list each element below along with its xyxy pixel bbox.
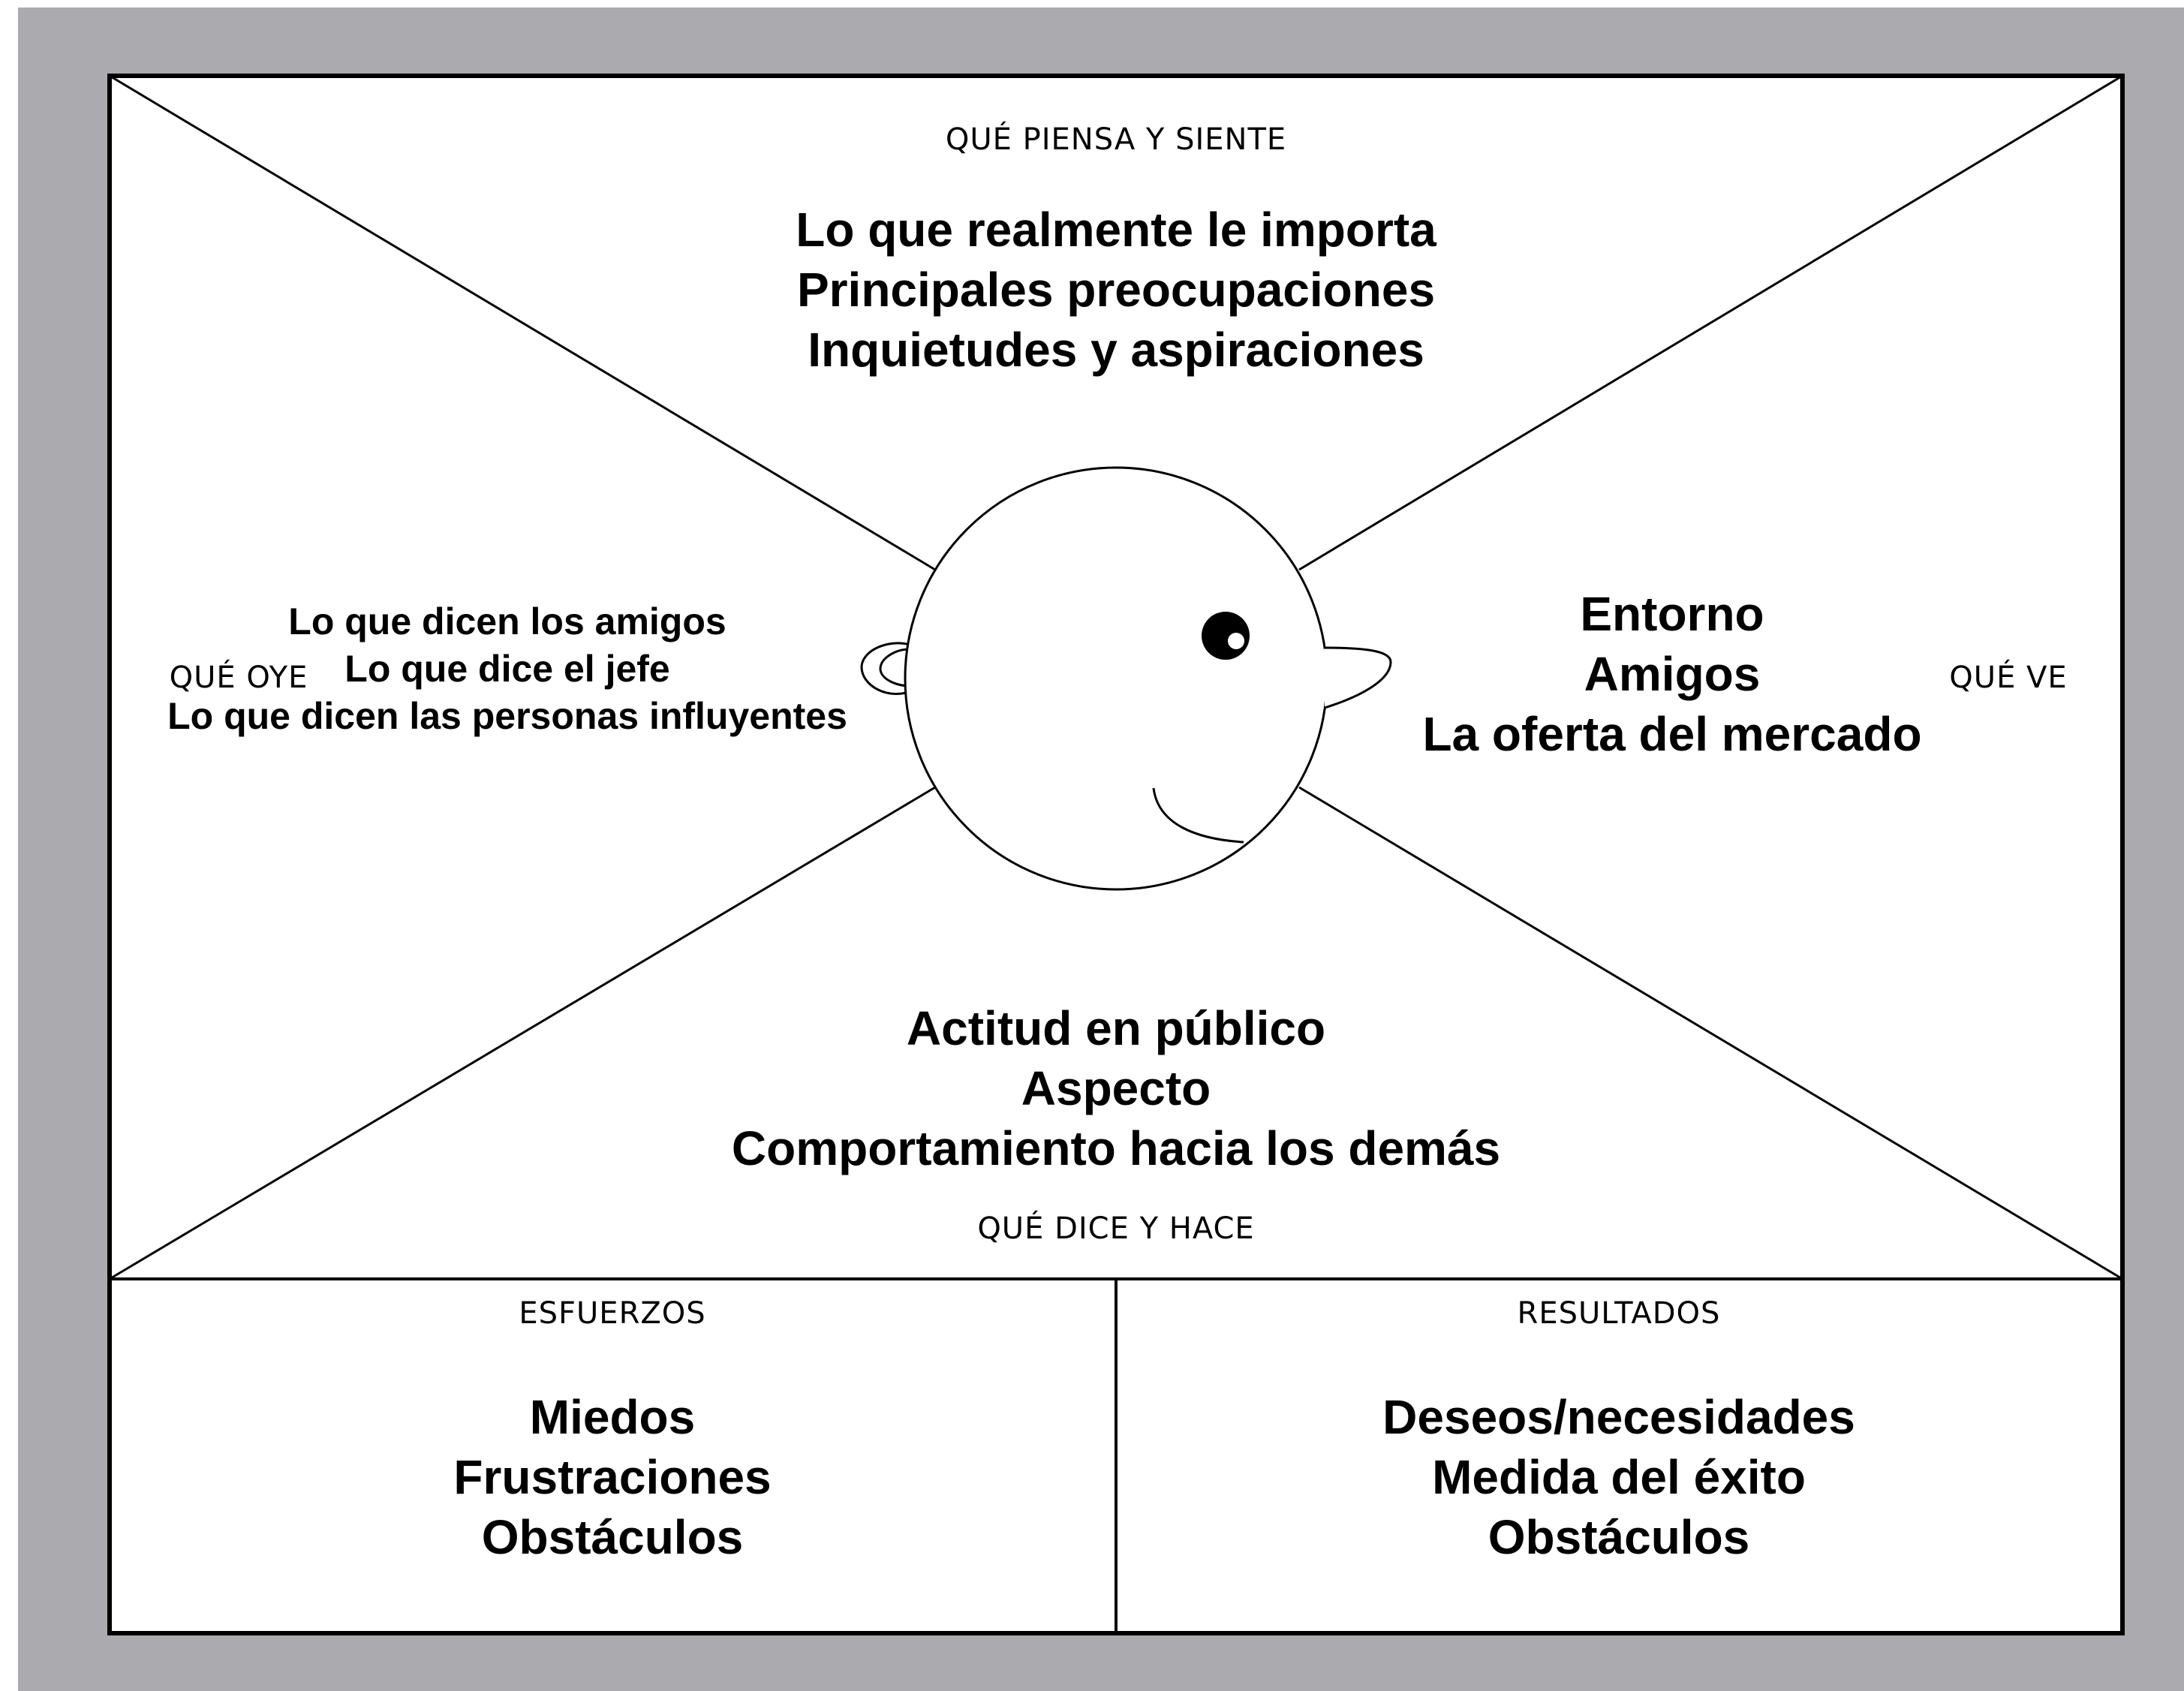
- diagonal-bottom-right: [1298, 786, 2123, 1280]
- results-line: Deseos/necesidades: [1382, 1390, 1855, 1444]
- hear-line: Lo que dicen los amigos: [288, 600, 726, 642]
- efforts-content: Miedos Frustraciones Obstáculos: [453, 1387, 771, 1567]
- efforts-line: Miedos: [529, 1390, 696, 1444]
- think-feel-line: Inquietudes y aspiraciones: [808, 323, 1424, 377]
- think-feel-line: Principales preocupaciones: [796, 263, 1436, 317]
- efforts-line: Frustraciones: [453, 1450, 772, 1504]
- hear-line: Lo que dice el jefe: [344, 648, 670, 690]
- say-do-content: Actitud en público Aspecto Comportamient…: [732, 998, 1500, 1178]
- hear-line: Lo que dicen las personas influyentes: [167, 695, 847, 737]
- ear-icon: [860, 642, 913, 695]
- see-content: Entorno Amigos La oferta del mercado: [1422, 584, 1921, 764]
- see-line: La oferta del mercado: [1422, 707, 1922, 761]
- think-feel-content: Lo que realmente le importa Principales …: [796, 200, 1436, 380]
- results-title: RESULTADOS: [1517, 1296, 1721, 1331]
- results-line: Obstáculos: [1488, 1510, 1750, 1564]
- efforts-line: Obstáculos: [481, 1510, 744, 1564]
- diagonal-top-left: [109, 74, 936, 571]
- see-title: QUÉ VE: [1949, 660, 2068, 695]
- hear-title: QUÉ OYE: [169, 660, 308, 695]
- smile-icon: [1152, 787, 1244, 844]
- say-do-line: Aspecto: [1021, 1061, 1211, 1115]
- results-content: Deseos/necesidades Medida del éxito Obst…: [1382, 1387, 1855, 1567]
- see-line: Entorno: [1580, 587, 1764, 641]
- inner-ear-icon: [879, 648, 915, 688]
- say-do-line: Comportamiento hacia los demás: [731, 1121, 1501, 1175]
- say-do-line: Actitud en público: [906, 1001, 1326, 1055]
- diagonal-bottom-left: [109, 786, 936, 1280]
- efforts-title: ESFUERZOS: [519, 1296, 706, 1331]
- person-head-icon: [860, 466, 1392, 891]
- empathy-map-board: QUÉ PIENSA Y SIENTE Lo que realmente le …: [107, 74, 2125, 1635]
- diagonal-top-right: [1298, 74, 2123, 571]
- hear-content: Lo que dicen los amigos Lo que dice el j…: [167, 598, 847, 740]
- think-feel-line: Lo que realmente le importa: [796, 203, 1436, 257]
- nose-icon: [1323, 646, 1392, 709]
- results-line: Medida del éxito: [1432, 1450, 1806, 1504]
- think-feel-title: QUÉ PIENSA Y SIENTE: [945, 122, 1287, 157]
- say-do-title: QUÉ DICE Y HACE: [977, 1211, 1255, 1246]
- empathy-map-lines: [107, 74, 2125, 1635]
- eye-highlight: [1228, 633, 1244, 649]
- see-line: Amigos: [1584, 647, 1761, 701]
- head-circle: [904, 466, 1328, 891]
